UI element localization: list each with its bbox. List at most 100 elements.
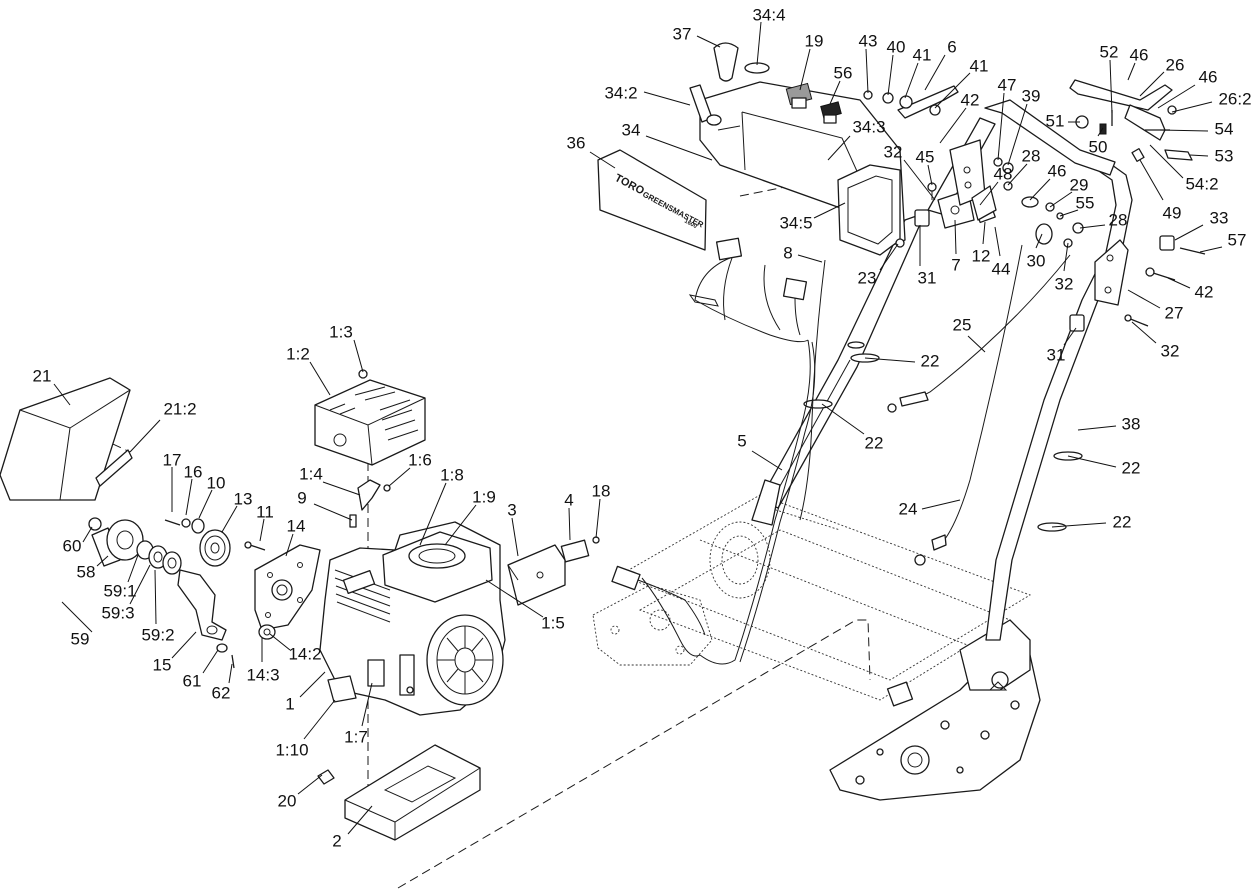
leader-line xyxy=(799,48,811,91)
drive-parts xyxy=(0,377,321,669)
leader-line xyxy=(61,601,93,633)
leader-line xyxy=(129,419,161,453)
leader-line xyxy=(485,579,544,618)
callout-c-13: 13 xyxy=(234,489,253,508)
leader-line xyxy=(997,92,1005,161)
callout-c-9: 9 xyxy=(297,488,306,507)
callout-c-3: 3 xyxy=(507,500,516,519)
leader-line xyxy=(1171,101,1213,113)
callout-c-23: 23 xyxy=(858,268,877,287)
callout-c-22c: 22 xyxy=(1122,458,1141,477)
leader-line xyxy=(1063,327,1077,346)
leader-line xyxy=(1049,191,1073,208)
callout-c-18: 18 xyxy=(592,481,611,500)
leader-line xyxy=(982,221,986,245)
leader-line xyxy=(444,504,477,546)
machine-frame xyxy=(592,494,1041,801)
leader-line xyxy=(127,554,139,583)
leader-line xyxy=(1007,163,1028,186)
leader-line xyxy=(1007,103,1028,166)
leader-line xyxy=(1077,425,1117,431)
callout-c-1-5: 1:5 xyxy=(541,613,565,632)
callout-c-32c: 32 xyxy=(1161,341,1180,360)
callout-c-8: 8 xyxy=(783,243,792,262)
callout-c-12: 12 xyxy=(972,246,991,265)
callout-c-1-9: 1:9 xyxy=(472,487,496,506)
callout-c-52: 52 xyxy=(1100,42,1119,61)
callout-c-50: 50 xyxy=(1089,137,1108,156)
callout-c-42: 42 xyxy=(961,90,980,109)
leader-line xyxy=(921,499,961,510)
leader-line xyxy=(1174,224,1204,241)
callout-c-38: 38 xyxy=(1122,414,1141,433)
leader-line xyxy=(347,805,373,835)
callout-c-5: 5 xyxy=(737,431,746,450)
callout-c-1-10: 1:10 xyxy=(275,740,308,759)
wire-harness xyxy=(611,237,1071,665)
callout-c-28b: 28 xyxy=(1109,210,1128,229)
callout-labels: 2121:2171610131114605859:159:359:2591561… xyxy=(33,5,1252,850)
callout-c-59-1: 59:1 xyxy=(103,581,136,600)
leader-line xyxy=(954,219,957,255)
callout-c-1-8: 1:8 xyxy=(440,465,464,484)
callout-c-1-3: 1:3 xyxy=(329,322,353,341)
leader-line xyxy=(1059,209,1079,217)
leader-line xyxy=(751,450,783,471)
leader-line xyxy=(297,774,323,795)
leader-line xyxy=(797,254,823,263)
callout-c-34-2: 34:2 xyxy=(604,83,637,102)
callout-c-1-4: 1:4 xyxy=(299,464,323,483)
leader-line xyxy=(221,505,238,533)
leader-line xyxy=(813,202,846,219)
engine-assembly xyxy=(314,369,600,841)
callout-c-22b: 22 xyxy=(865,433,884,452)
callout-c-7: 7 xyxy=(951,255,960,274)
leader-line xyxy=(171,631,197,659)
callout-c-34-4: 34:4 xyxy=(752,5,785,24)
leader-line xyxy=(696,35,721,48)
leader-line xyxy=(879,243,899,271)
leader-line xyxy=(1139,71,1165,97)
leader-line xyxy=(1149,144,1184,179)
callout-c-26-2: 26:2 xyxy=(1218,89,1251,108)
callout-c-46b: 46 xyxy=(1130,45,1149,64)
callout-c-58: 58 xyxy=(77,562,96,581)
callout-c-41b: 41 xyxy=(970,56,989,75)
callout-c-31b: 31 xyxy=(1047,345,1066,364)
callout-c-45: 45 xyxy=(916,147,935,166)
leader-line xyxy=(939,107,967,144)
callout-c-22d: 22 xyxy=(1113,512,1132,531)
callout-c-28: 28 xyxy=(1022,146,1041,165)
leader-line xyxy=(185,478,193,516)
callout-c-44: 44 xyxy=(992,259,1011,278)
leader-line xyxy=(154,569,157,625)
leader-line xyxy=(419,482,447,546)
leader-line xyxy=(202,649,219,674)
leader-line xyxy=(96,555,109,567)
leader-line xyxy=(756,21,762,66)
leader-line xyxy=(299,671,326,698)
callout-c-41: 41 xyxy=(913,45,932,64)
callout-c-48: 48 xyxy=(994,164,1013,183)
callout-c-22a: 22 xyxy=(921,351,940,370)
leader-line xyxy=(1109,59,1113,114)
callout-c-59-3: 59:3 xyxy=(101,603,134,622)
leader-line xyxy=(309,361,331,396)
leader-line xyxy=(924,54,946,91)
callout-c-29: 29 xyxy=(1070,175,1089,194)
leader-line xyxy=(1029,178,1051,201)
leader-line xyxy=(979,181,999,206)
leader-line xyxy=(904,62,919,99)
leader-line xyxy=(829,80,841,105)
callout-c-24: 24 xyxy=(899,499,918,518)
leader-line xyxy=(511,517,519,557)
callout-c-11: 11 xyxy=(256,502,274,521)
callout-c-21-2: 21:2 xyxy=(163,399,196,418)
callout-c-6: 6 xyxy=(947,37,956,56)
leader-line xyxy=(1167,277,1191,289)
leader-line xyxy=(595,498,601,539)
callout-c-54-2: 54:2 xyxy=(1185,174,1218,193)
callout-c-36: 36 xyxy=(567,133,586,152)
leader-line xyxy=(887,54,894,96)
callout-c-55: 55 xyxy=(1076,193,1095,212)
